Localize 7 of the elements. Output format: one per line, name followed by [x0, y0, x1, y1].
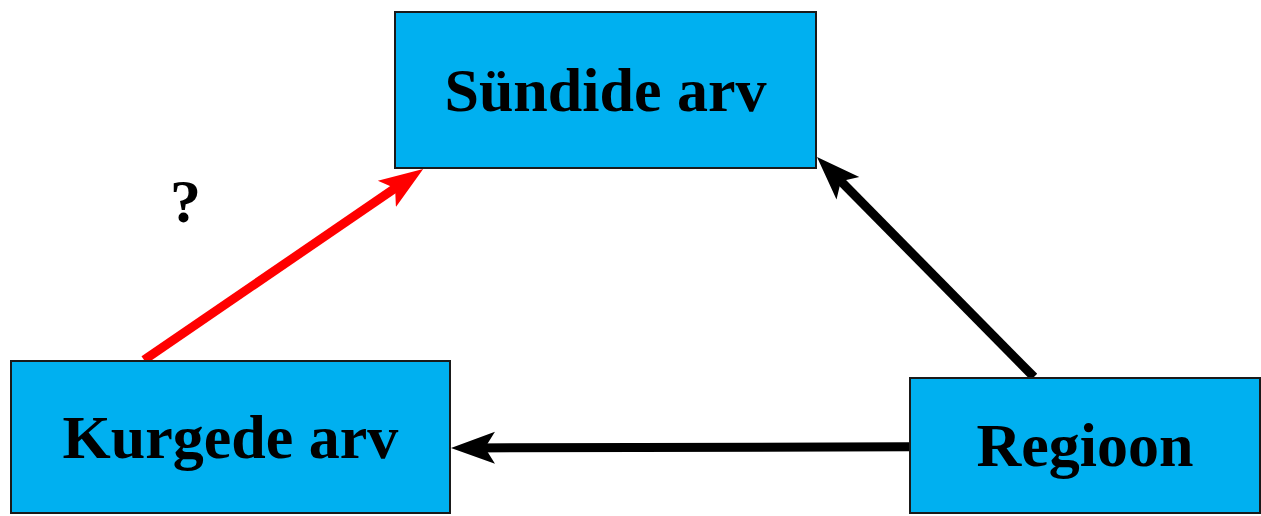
node-label: Sündide arv — [444, 54, 767, 126]
process-box — [909, 377, 1261, 514]
node-label: Kurgede arv — [62, 401, 399, 473]
process-box — [394, 11, 817, 169]
arrow — [451, 431, 909, 464]
node-label: Regioon — [976, 410, 1194, 481]
process-box — [10, 360, 451, 514]
